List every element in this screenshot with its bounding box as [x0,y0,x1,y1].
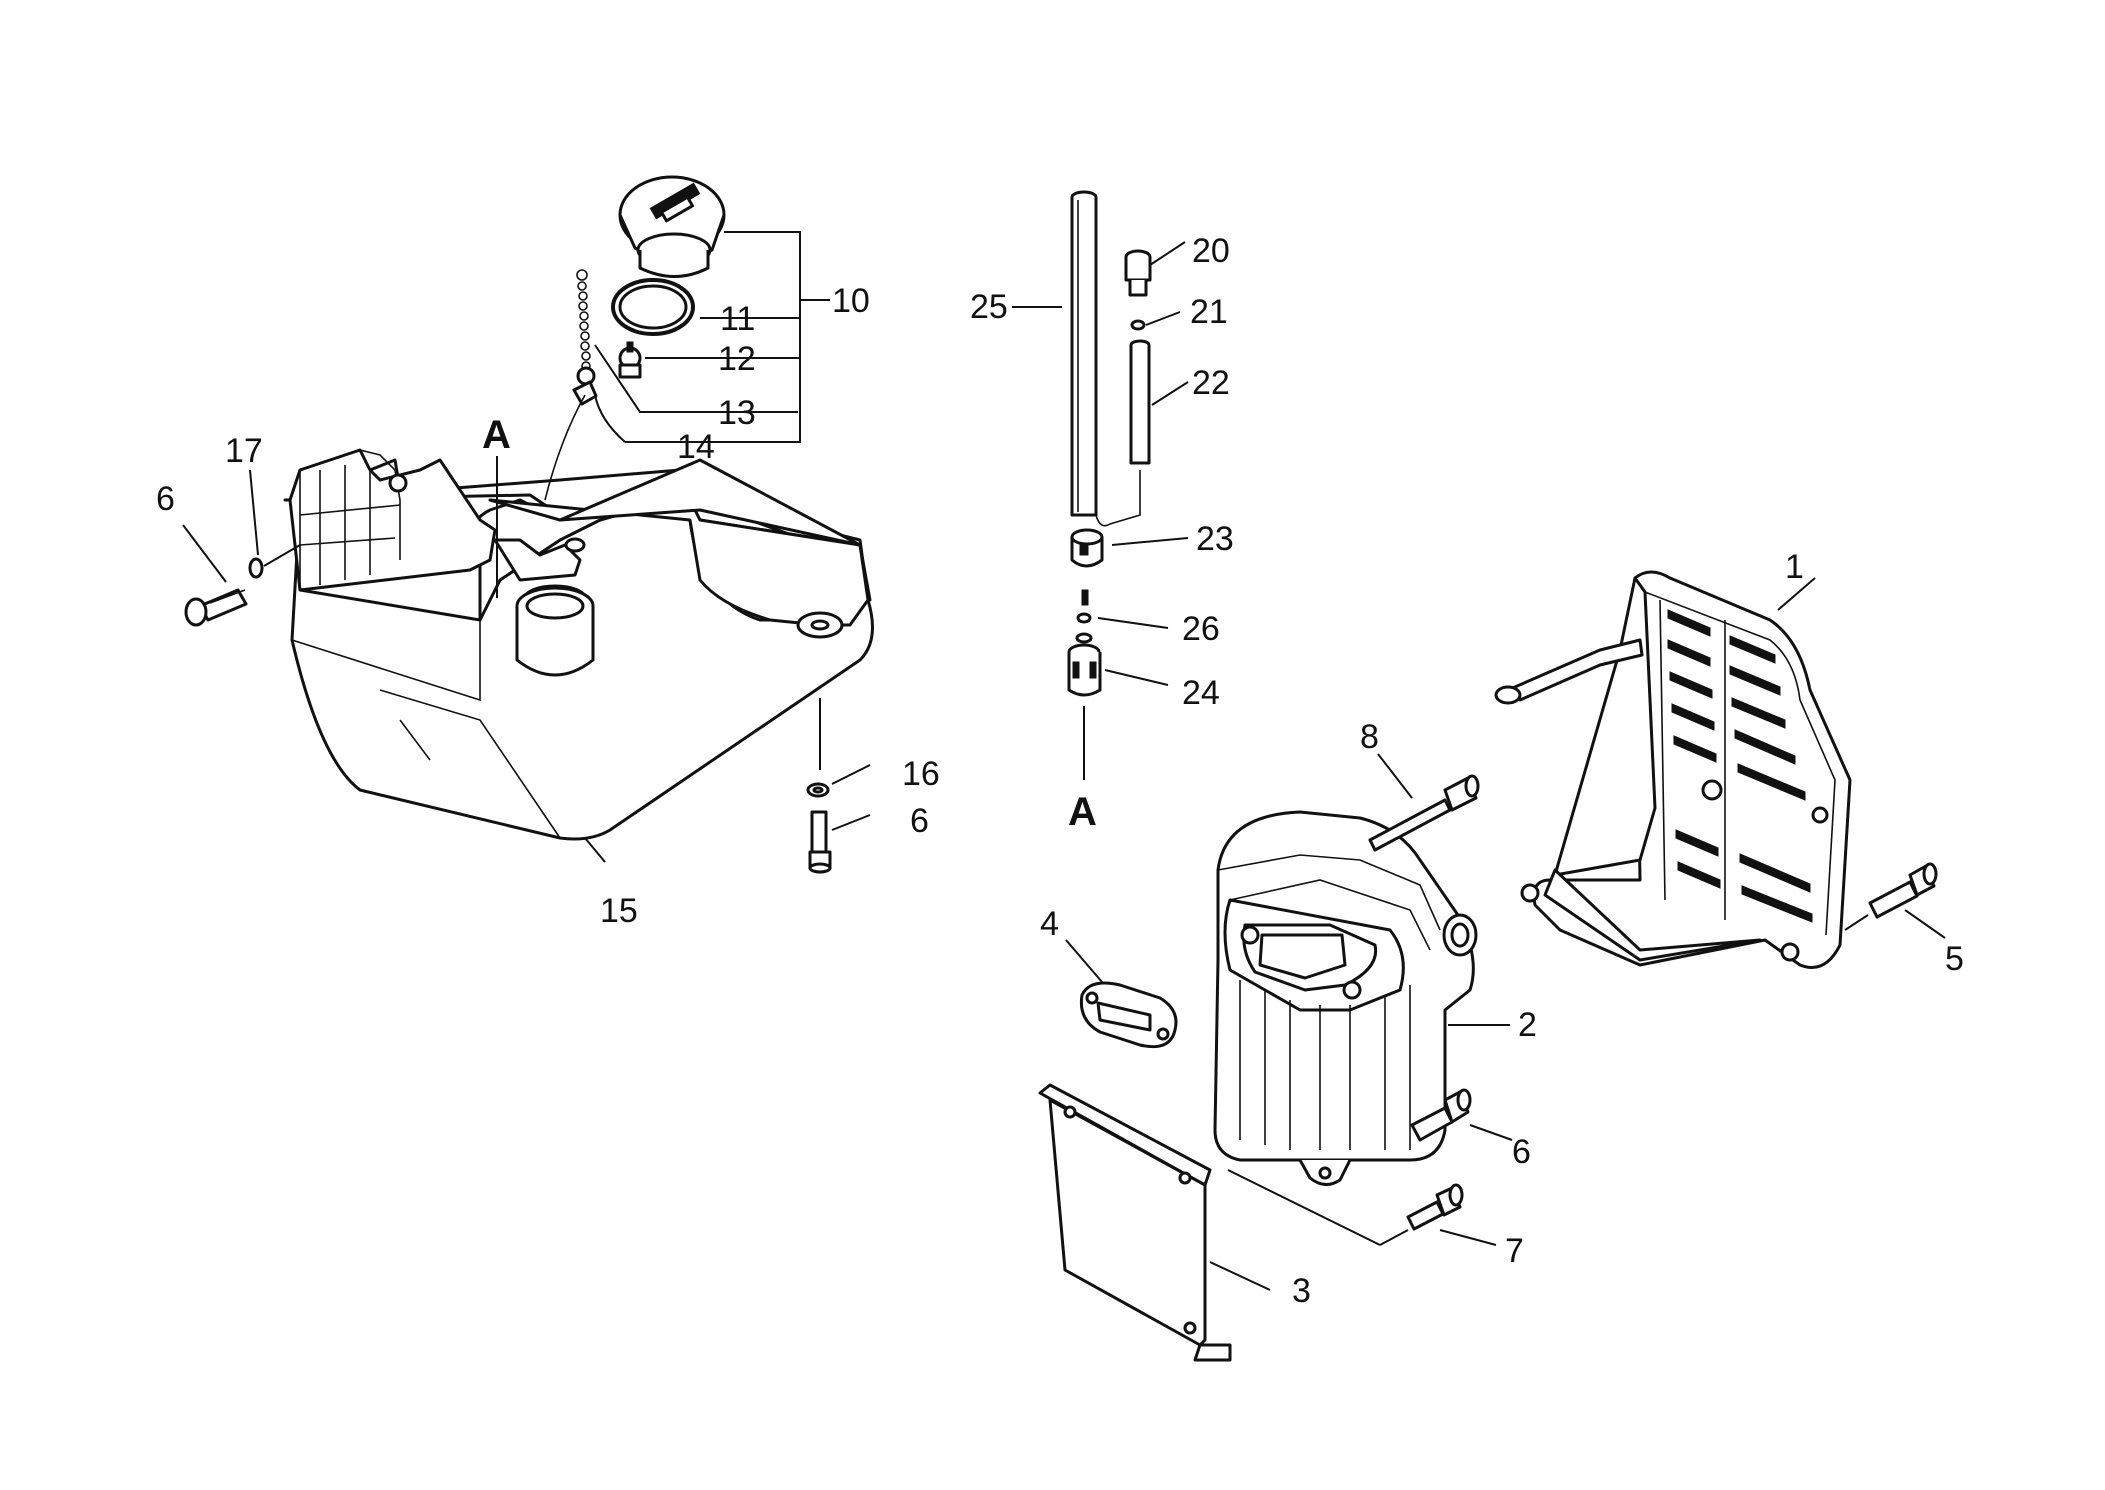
callout-11: 11 [720,300,755,338]
heat-shield-plate [1038,1083,1232,1362]
callout-2: 2 [1518,1006,1537,1044]
callout-21: 21 [1190,293,1228,331]
callout-5: 5 [1945,940,1964,978]
long-bolt [1368,774,1480,852]
screw-left [184,557,264,627]
callout-1: 1 [1785,548,1804,586]
callout-8: 8 [1360,718,1379,756]
callout-7: 7 [1505,1232,1524,1270]
callout-23: 23 [1196,520,1234,558]
callout-6-left: 6 [156,480,175,518]
callout-labels: 1 2 3 4 5 6 6 6 7 8 10 11 12 13 14 15 16… [156,232,1964,1310]
screw-plate [1406,1183,1464,1231]
callout-15: 15 [600,892,638,930]
retaining-chain [576,269,596,386]
fuel-cap-assembly [544,175,726,501]
muffler-cover [1494,570,1852,969]
callout-13: 13 [718,394,756,432]
callout-17: 17 [225,432,263,470]
callout-3: 3 [1292,1272,1311,1310]
callout-20: 20 [1192,232,1230,270]
fuel-tank [283,448,874,841]
callout-14: 14 [677,428,715,466]
reference-a-tank: A [482,413,511,457]
callout-10: 10 [832,282,870,320]
callout-6-muffler: 6 [1512,1133,1531,1171]
callout-6-bottom: 6 [910,802,929,840]
callout-16: 16 [902,755,940,793]
cover-louvers [1667,609,1813,923]
screw-bottom [806,782,832,874]
callout-25: 25 [970,288,1008,326]
callout-4: 4 [1040,905,1059,943]
fuel-pickup-assembly [1067,190,1152,697]
screw-muffler [1410,1088,1472,1142]
gasket [1079,981,1178,1049]
reference-a-pickup: A [1068,790,1097,834]
muffler [1213,810,1478,1186]
callout-26: 26 [1182,610,1220,648]
callout-22: 22 [1192,364,1230,402]
callout-12: 12 [718,340,756,378]
callout-24: 24 [1182,674,1220,712]
screw-cover [1868,862,1938,919]
